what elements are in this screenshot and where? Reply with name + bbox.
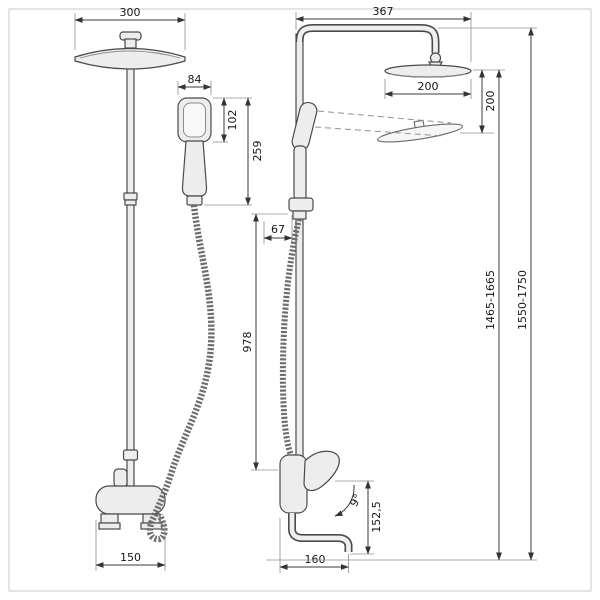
dim-holder-offset-label: 67 [271,223,285,236]
tub-spout [288,513,353,552]
dim-spout-reach-label: 160 [305,553,326,566]
dim-head-width: 300 [74,6,186,50]
dim-mixer-width-label: 150 [120,551,141,564]
page-border [8,8,592,592]
dim-handshower-head-height: 102 [213,97,239,143]
rain-head-side-lower [376,119,464,143]
hose-connector-side [292,210,307,220]
dim-handshower-length-label: 259 [251,141,264,162]
dim-handshower-width-label: 84 [188,73,202,86]
hand-shower-holder [288,197,314,212]
dim-total-height-range: 1550-1750 [438,27,537,561]
dim-handshower-width: 84 [177,73,212,95]
rain-head-side-upper [384,64,472,78]
dim-lower-column-label: 978 [241,332,254,353]
dim-head-height-range: 1465-1665 [484,69,502,561]
dim-mixer-width: 150 [95,520,166,571]
dim-height-adjustment: 200 [460,69,505,134]
rain-head-front [74,31,186,70]
shower-pole-side [295,33,304,459]
swivel-angle: 9° [334,484,365,517]
dim-height-adjustment-label: 200 [484,91,497,112]
hand-shower-side [291,101,318,201]
dim-head-diameter: 200 [384,79,472,99]
dim-handshower-length: 259 [204,97,264,206]
dim-spout-reach: 160 [279,518,349,573]
dim-handshower-head-height-label: 102 [226,110,239,131]
dim-head-width-label: 300 [120,6,141,19]
shower-hose-side [279,218,302,462]
mixer-front [95,468,166,530]
dim-head-height-range-label: 1465-1665 [484,270,497,330]
mixer-lever-side [303,450,340,492]
dim-total-height-range-label: 1550-1750 [516,270,529,330]
shower-arm [295,24,444,69]
dim-lower-column: 978 [241,213,288,471]
shower-pole-front [122,59,139,489]
swivel-angle-arc [334,484,355,517]
dim-spout-drop-label: 152,5 [370,501,383,533]
dim-arm-reach: 367 [295,5,472,62]
dim-holder-offset: 67 [263,215,293,244]
dim-spout-drop: 152,5 [335,480,383,555]
swivel-angle-label: 9° [347,492,364,509]
dim-head-diameter-label: 200 [418,80,439,93]
mixer-side [279,450,353,552]
shower-hose-front [146,204,215,543]
side-view: 367 20 [241,5,537,573]
hand-shower-front [177,97,212,206]
mixer-lever-front [113,468,128,488]
front-view: 300 84 102 [74,6,264,571]
dim-arm-reach-label: 367 [373,5,394,18]
spray-guide-lines [314,110,452,137]
